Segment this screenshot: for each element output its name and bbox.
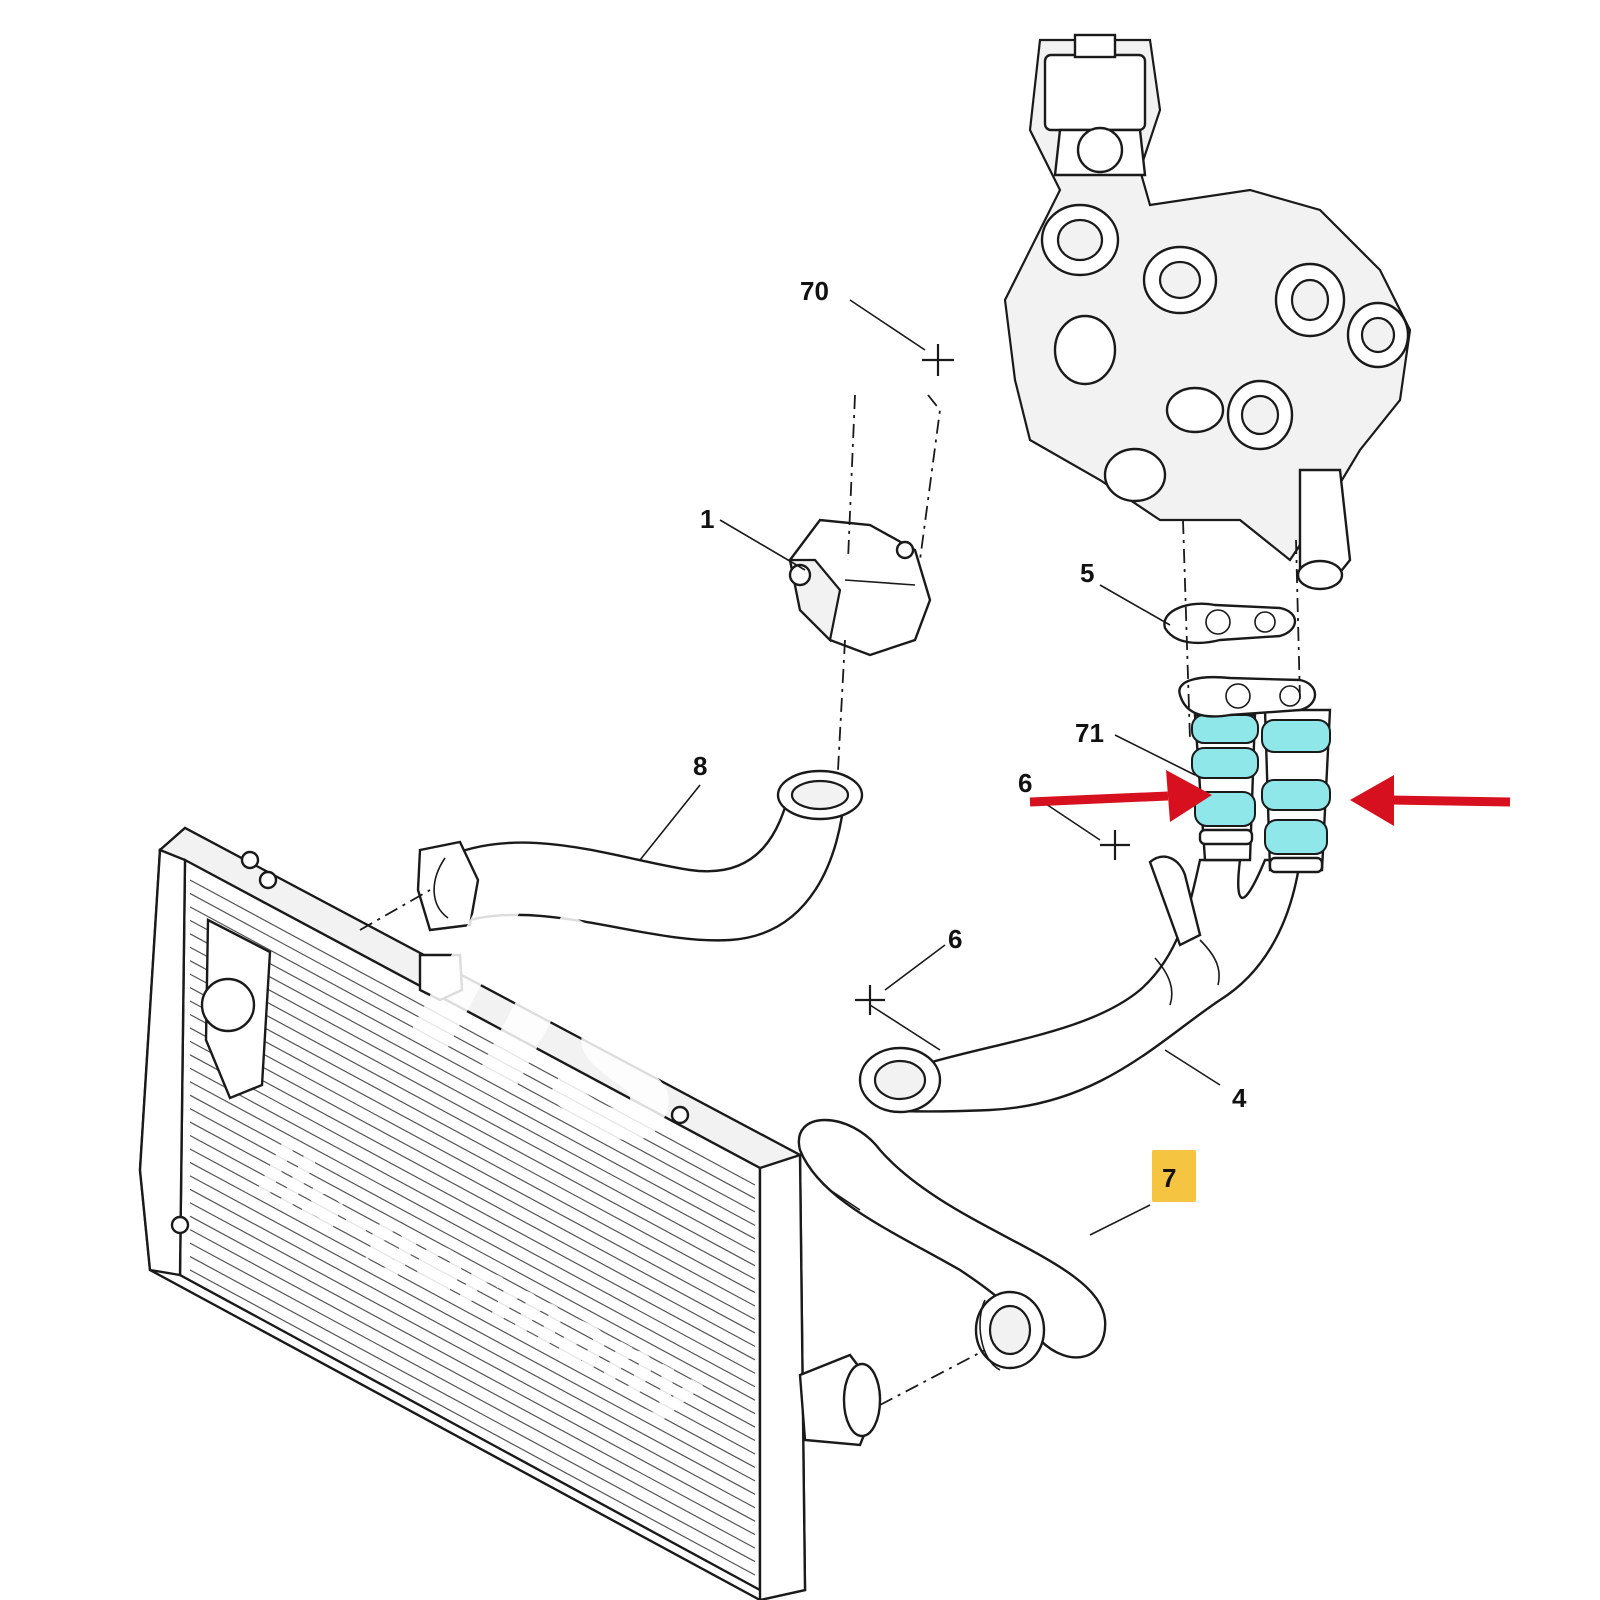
intercooler-fin <box>189 1161 756 1468</box>
intercooler-fin <box>189 1134 756 1442</box>
intercooler-fin <box>189 1242 756 1549</box>
part-5-gasket <box>1163 602 1297 645</box>
bellow-right-3 <box>1264 819 1328 855</box>
fastener-70-icon <box>922 344 954 376</box>
callout-6b: 6 <box>948 924 962 954</box>
intercooler-fin <box>189 987 756 1294</box>
part-4-y-pipe <box>858 855 1302 1114</box>
intercooler-fin <box>189 1013 756 1321</box>
intercooler-fin <box>189 973 756 1280</box>
intercooler-fin <box>189 906 756 1213</box>
intercooler-fin <box>189 933 756 1240</box>
intercooler-fin <box>189 879 756 1186</box>
callout-7-highlight: 7 <box>1152 1150 1196 1202</box>
intercooler-fin <box>189 919 756 1226</box>
intercooler-fin <box>189 1175 756 1482</box>
intercooler-fin <box>189 1094 756 1401</box>
callout-5: 5 <box>1080 558 1094 588</box>
bellow-left-3 <box>1194 791 1256 827</box>
intercooler-fin <box>189 1121 756 1428</box>
leader-lines <box>639 299 1221 1236</box>
bellow-right-2 <box>1261 779 1331 811</box>
intercooler-fin <box>189 1188 756 1495</box>
callout-1: 1 <box>700 504 714 534</box>
arrow-right-pointing-icon <box>1029 770 1212 822</box>
intercooler-fin <box>189 892 756 1199</box>
intercooler-fin <box>189 1040 756 1347</box>
part-1-valve-body <box>788 518 932 657</box>
callout-8: 8 <box>693 751 707 781</box>
fastener-markers <box>855 344 1130 1015</box>
intercooler-fin <box>189 1067 756 1374</box>
callout-70: 70 <box>800 276 829 306</box>
intercooler-fin <box>189 1000 756 1307</box>
fastener-6a-icon <box>1100 830 1130 860</box>
flange-plate <box>1178 676 1317 718</box>
intercooler-fin <box>189 946 756 1253</box>
part-7-hose <box>797 1118 1107 1371</box>
highlighted-bellows-hoses <box>1191 708 1332 874</box>
intercooler <box>138 826 882 1600</box>
intercooler-fin <box>189 1269 756 1576</box>
intercooler-fin <box>189 1256 756 1563</box>
part-8-hose <box>416 769 864 942</box>
red-arrows <box>1029 770 1511 826</box>
callout-4: 4 <box>1232 1083 1247 1113</box>
intercooler-fins <box>189 879 756 1576</box>
callout-71: 71 <box>1075 718 1104 748</box>
intercooler-fin <box>189 1229 756 1536</box>
turbo-assembly <box>1003 33 1412 591</box>
callout-6a: 6 <box>1018 768 1032 798</box>
intercooler-fin <box>189 1027 756 1334</box>
intercooler-fin <box>189 1148 756 1455</box>
fastener-6b-icon <box>855 985 885 1015</box>
intercooler-fin <box>189 960 756 1267</box>
intercooler-fin <box>189 1108 756 1415</box>
bellow-left-1 <box>1191 714 1259 744</box>
intercooler-fin <box>189 1202 756 1509</box>
intercooler-fin <box>189 1054 756 1361</box>
bellow-right-1 <box>1261 719 1331 753</box>
alignment-lines <box>359 394 1301 1406</box>
intercooler-fin <box>189 1081 756 1388</box>
arrow-left-pointing-icon <box>1350 775 1511 826</box>
bellow-left-2 <box>1191 747 1259 779</box>
intercooler-fin <box>189 1215 756 1522</box>
callout-7: 7 <box>1162 1163 1176 1193</box>
